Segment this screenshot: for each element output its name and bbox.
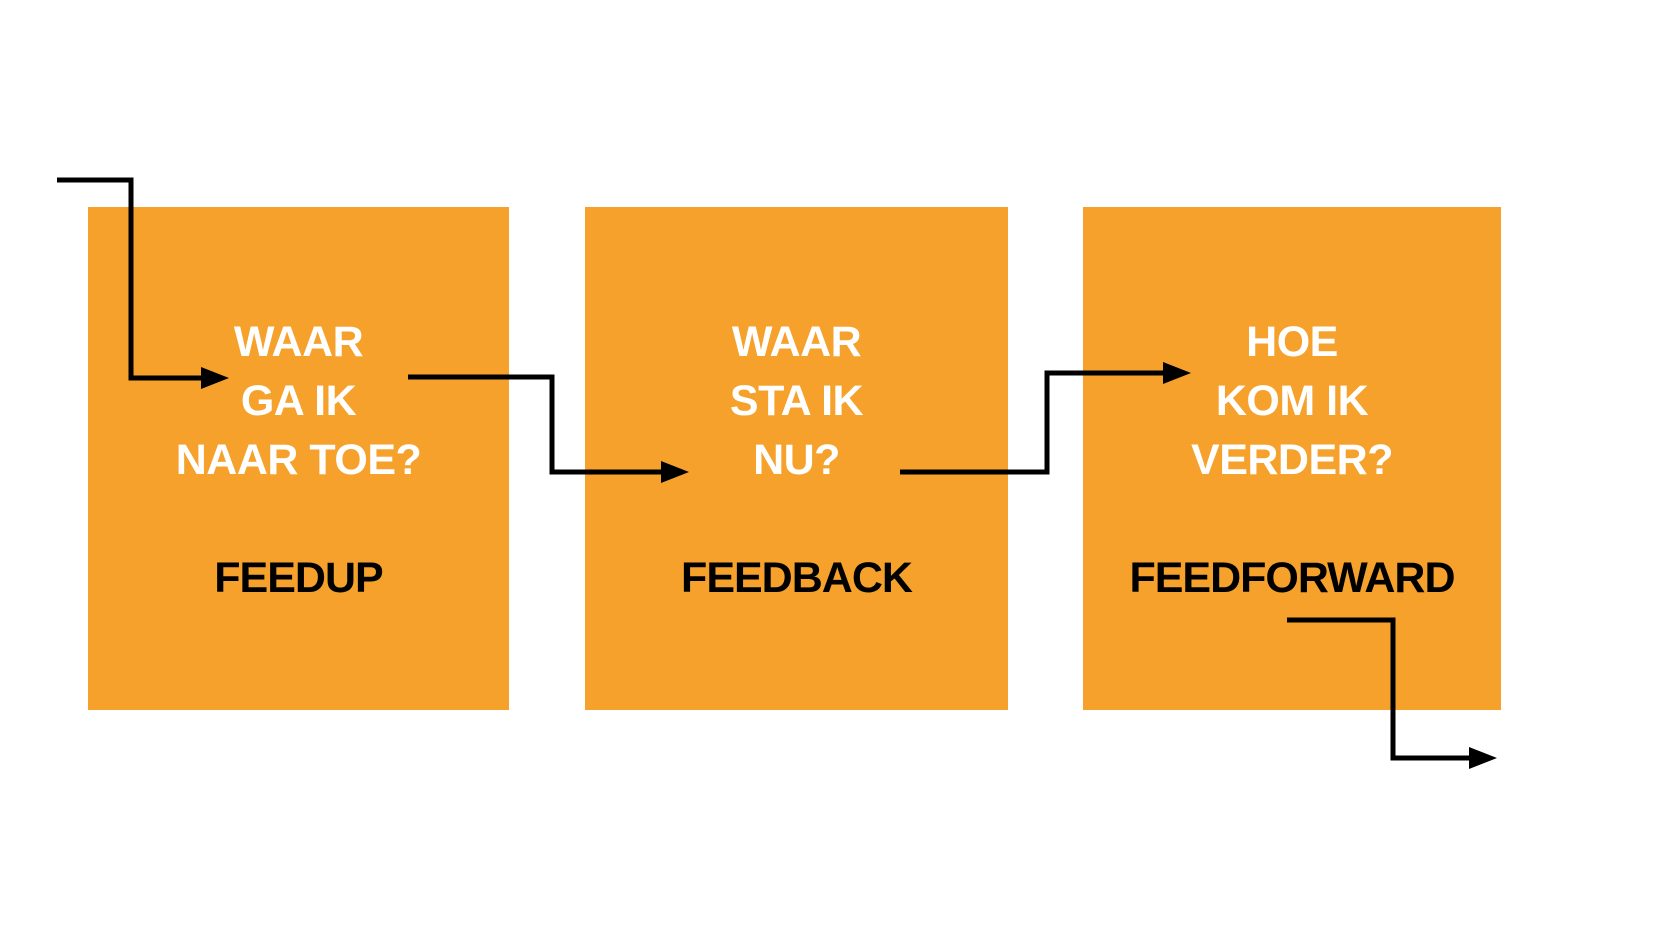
feedback-label: FEEDBACK [681,554,913,602]
question-line: NAAR TOE? [175,436,422,484]
question-line: HOE [1246,318,1338,366]
feedback-question: WAAR STA IK NU? [585,313,1008,490]
question-line: WAAR [731,318,862,366]
feedback-box: WAAR STA IK NU? FEEDBACK [585,207,1008,710]
feedup-box: WAAR GA IK NAAR TOE? FEEDUP [88,207,509,710]
question-line: KOM IK [1215,377,1369,425]
feedup-label: FEEDUP [214,554,383,602]
question-line: WAAR [233,318,364,366]
feedup-question: WAAR GA IK NAAR TOE? [88,313,509,490]
feedforward-label: FEEDFORWARD [1129,554,1455,602]
question-line: NU? [753,436,840,484]
question-line: STA IK [729,377,864,425]
feedforward-box: HOE KOM IK VERDER? FEEDFORWARD [1083,207,1501,710]
feedforward-question: HOE KOM IK VERDER? [1083,313,1501,490]
question-line: GA IK [240,377,357,425]
question-line: VERDER? [1191,436,1393,484]
